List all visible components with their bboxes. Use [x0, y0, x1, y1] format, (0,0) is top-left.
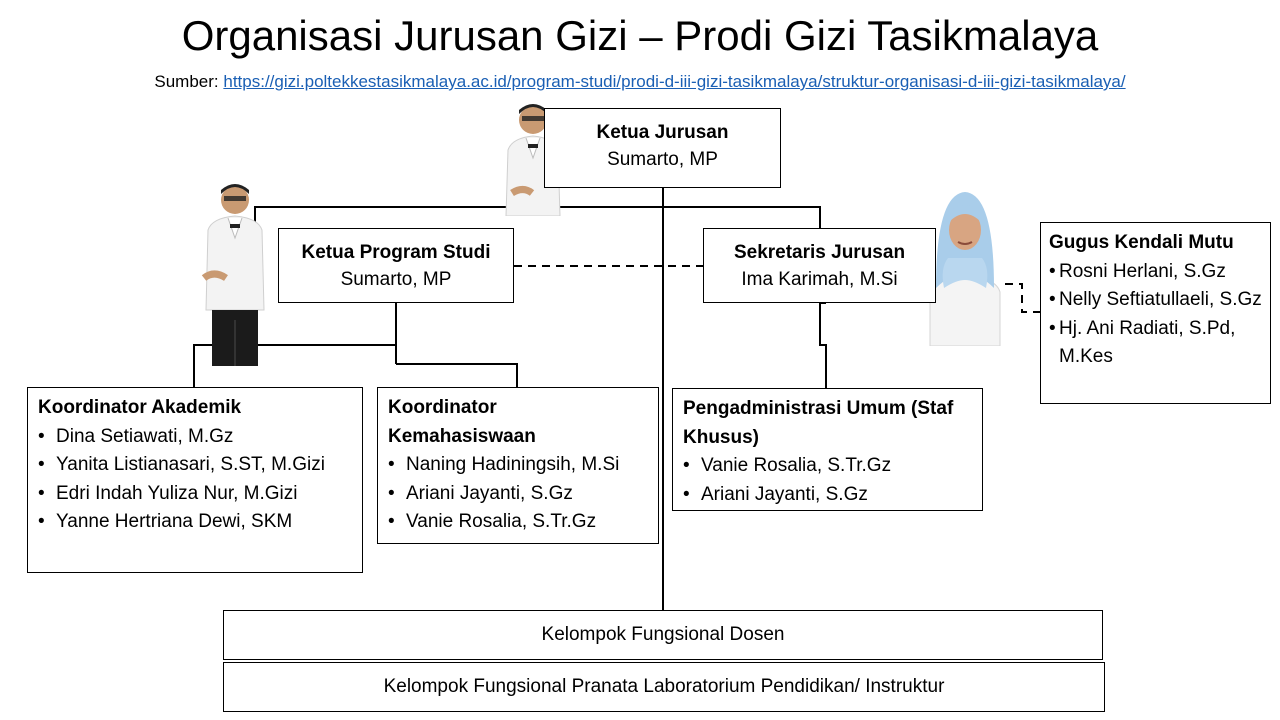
- kelompok-plp-label: Kelompok Fungsional Pranata Laboratorium…: [383, 676, 945, 697]
- gugus-kendali-mutu-box: Gugus Kendali Mutu Rosni Herlani, S.Gz N…: [1040, 222, 1271, 404]
- gkm-list: Rosni Herlani, S.Gz Nelly Seftiatullaeli…: [1049, 258, 1262, 372]
- list-item: Vanie Rosalia, S.Tr.Gz: [683, 452, 972, 481]
- pengadministrasi-title: Pengadministrasi Umum (Staf Khusus): [683, 398, 954, 448]
- source-label: Sumber:: [154, 72, 219, 91]
- list-item: Naning Hadiningsih, M.Si: [388, 451, 648, 480]
- ketua-jurusan-title: Ketua Jurusan: [596, 122, 729, 143]
- list-item: Yanita Listianasari, S.ST, M.Gizi: [38, 451, 352, 480]
- ketua-jurusan-name: Sumarto, MP: [607, 149, 718, 170]
- source-link[interactable]: https://gizi.poltekkestasikmalaya.ac.id/…: [223, 72, 1126, 91]
- koordinator-akademik-box: Koordinator Akademik Dina Setiawati, M.G…: [27, 387, 363, 573]
- list-item: Hj. Ani Radiati, S.Pd, M.Kes: [1049, 315, 1262, 372]
- dashed-sekretaris-gkm: [1005, 283, 1040, 313]
- kemahasiswaan-title: Koordinator Kemahasiswaan: [388, 397, 536, 447]
- sekretaris-name: Ima Karimah, M.Si: [741, 269, 898, 290]
- sekretaris-photo: [929, 192, 1001, 346]
- ketua-jurusan-box: Ketua Jurusan Sumarto, MP: [544, 108, 781, 188]
- akademik-title: Koordinator Akademik: [38, 397, 242, 418]
- kelompok-dosen-box: Kelompok Fungsional Dosen: [223, 610, 1103, 660]
- connector-kemahasiswaan-line: [396, 363, 518, 387]
- connector-akademik-line: [193, 344, 396, 387]
- gkm-title: Gugus Kendali Mutu: [1049, 232, 1234, 253]
- list-item: Yanne Hertriana Dewi, SKM: [38, 508, 352, 537]
- ketua-prodi-photo: [201, 184, 265, 366]
- kelompok-dosen-label: Kelompok Fungsional Dosen: [541, 624, 785, 645]
- ketua-prodi-title: Ketua Program Studi: [301, 242, 491, 263]
- list-item: Ariani Jayanti, S.Gz: [683, 481, 972, 510]
- list-item: Vanie Rosalia, S.Tr.Gz: [388, 508, 648, 537]
- koordinator-kemahasiswaan-box: Koordinator Kemahasiswaan Naning Hadinin…: [377, 387, 659, 544]
- kemahasiswaan-list: Naning Hadiningsih, M.Si Ariani Jayanti,…: [388, 451, 648, 537]
- pengadministrasi-list: Vanie Rosalia, S.Tr.Gz Ariani Jayanti, S…: [683, 452, 972, 509]
- list-item: Ariani Jayanti, S.Gz: [388, 480, 648, 509]
- source-line: Sumber: https://gizi.poltekkestasikmalay…: [0, 70, 1280, 94]
- kelompok-plp-box: Kelompok Fungsional Pranata Laboratorium…: [223, 662, 1105, 712]
- sekretaris-title: Sekretaris Jurusan: [733, 242, 906, 263]
- ketua-prodi-name: Sumarto, MP: [340, 269, 452, 290]
- list-item: Rosni Herlani, S.Gz: [1049, 258, 1262, 287]
- list-item: Dina Setiawati, M.Gz: [38, 423, 352, 452]
- page-title: Organisasi Jurusan Gizi – Prodi Gizi Tas…: [181, 12, 1099, 59]
- connector-pengadministrasi-line: [819, 303, 827, 388]
- pengadministrasi-umum-box: Pengadministrasi Umum (Staf Khusus) Vani…: [672, 388, 983, 511]
- ketua-prodi-box: Ketua Program Studi Sumarto, MP: [278, 228, 514, 303]
- list-item: Nelly Seftiatullaeli, S.Gz: [1049, 286, 1262, 315]
- list-item: Edri Indah Yuliza Nur, M.Gizi: [38, 480, 352, 509]
- sekretaris-box: Sekretaris Jurusan Ima Karimah, M.Si: [703, 228, 936, 303]
- akademik-list: Dina Setiawati, M.Gz Yanita Listianasari…: [38, 423, 352, 537]
